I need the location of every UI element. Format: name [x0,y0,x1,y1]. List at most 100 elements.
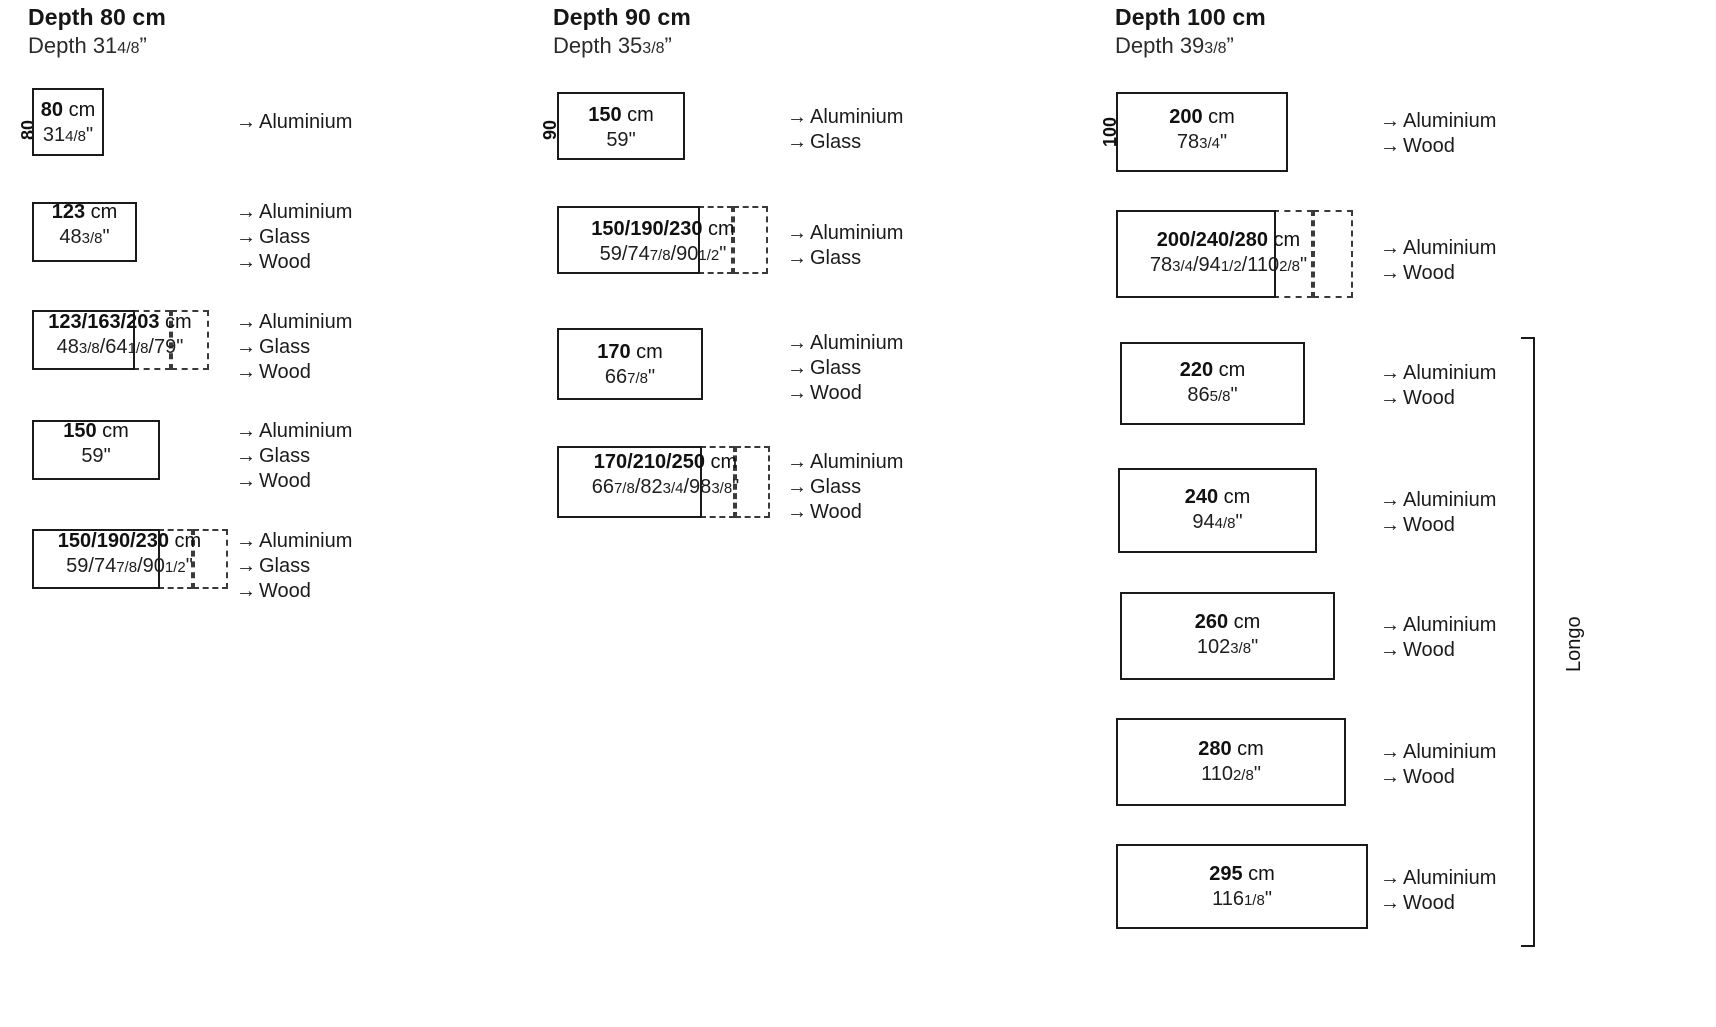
material-list: →Aluminium →Glass →Wood [787,331,903,406]
material-list: →Aluminium →Glass →Wood [236,419,352,494]
arrow-icon: → [1380,362,1400,384]
material-item: →Wood [236,579,352,604]
material-item: →Aluminium [1380,236,1496,261]
material-item: →Glass [787,356,903,381]
material-label: Aluminium [259,420,353,442]
material-label: Aluminium [1403,237,1497,259]
subtitle-suffix: ” [1226,33,1234,58]
column-title: Depth 100 cm [1115,4,1266,30]
material-label: Aluminium [1403,614,1497,636]
material-label: Glass [810,476,862,498]
material-label: Wood [1403,892,1455,914]
column-title: Depth 90 cm [553,4,691,30]
arrow-icon: → [1380,387,1400,409]
product-box [1120,592,1335,680]
arrow-icon: → [1380,110,1400,132]
extension-panel-1 [700,446,735,518]
material-item: →Aluminium [236,419,352,444]
subtitle-prefix: Depth 31 [28,33,118,58]
column-title: Depth 80 cm [28,4,166,30]
material-item: →Aluminium [1380,740,1496,765]
arrow-icon: → [1380,135,1400,157]
material-label: Aluminium [810,106,904,128]
material-label: Aluminium [810,222,904,244]
material-label: Glass [259,226,311,248]
material-label: Aluminium [1403,741,1497,763]
material-label: Wood [1403,262,1455,284]
material-label: Aluminium [1403,362,1497,384]
column-header-depth-90: Depth 90 cm Depth 353/8” [553,3,691,62]
material-label: Wood [259,580,311,602]
arrow-icon: → [1380,766,1400,788]
product-box [32,420,160,480]
subtitle-fraction: 3/8 [1204,40,1227,57]
material-list: →Aluminium [236,110,352,135]
arrow-icon: → [236,201,256,223]
product-box [1118,468,1317,553]
column-subtitle: Depth 314/8” [28,32,166,62]
arrow-icon: → [787,382,807,404]
material-label: Wood [259,470,311,492]
material-item: →Aluminium [1380,866,1496,891]
material-item: →Wood [1380,638,1496,663]
subtitle-suffix: ” [139,33,147,58]
arrow-icon: → [787,476,807,498]
column-subtitle: Depth 393/8” [1115,32,1266,62]
material-label: Wood [1403,766,1455,788]
material-list: →Aluminium →Wood [1380,109,1496,159]
extension-panel-1 [698,206,733,274]
subtitle-fraction: 3/8 [642,40,665,57]
material-item: →Wood [1380,891,1496,916]
material-list: →Aluminium →Wood [1380,740,1496,790]
product-box [32,310,135,370]
material-label: Wood [810,382,862,404]
extension-panel-1 [158,529,193,589]
material-label: Glass [810,131,862,153]
material-item: →Wood [1380,261,1496,286]
arrow-icon: → [787,222,807,244]
arrow-icon: → [1380,262,1400,284]
material-label: Aluminium [259,201,353,223]
subtitle-prefix: Depth 35 [553,33,643,58]
material-item: →Aluminium [1380,109,1496,134]
longo-bracket [1521,337,1535,947]
arrow-icon: → [1380,514,1400,536]
material-label: Aluminium [810,332,904,354]
material-list: →Aluminium →Glass →Wood [236,310,352,385]
arrow-icon: → [236,555,256,577]
material-list: →Aluminium →Glass [787,105,903,155]
arrow-icon: → [787,332,807,354]
material-item: →Aluminium [1380,361,1496,386]
subtitle-fraction: 4/8 [117,40,140,57]
material-label: Glass [259,445,311,467]
material-item: →Wood [1380,134,1496,159]
arrow-icon: → [1380,639,1400,661]
subtitle-suffix: ” [664,33,672,58]
arrow-icon: → [1380,892,1400,914]
extension-panel-2 [193,529,228,589]
material-label: Glass [259,336,311,358]
material-item: →Aluminium [787,221,903,246]
material-item: →Wood [236,469,352,494]
material-label: Aluminium [259,311,353,333]
arrow-icon: → [1380,489,1400,511]
material-item: →Aluminium [236,310,352,335]
product-box [557,206,700,274]
material-list: →Aluminium →Wood [1380,866,1496,916]
extension-panel-1 [1273,210,1313,298]
material-item: →Glass [236,554,352,579]
material-item: →Aluminium [236,529,352,554]
arrow-icon: → [787,247,807,269]
material-label: Aluminium [1403,489,1497,511]
product-box [557,446,702,518]
product-box [1116,718,1346,806]
material-item: →Aluminium [1380,488,1496,513]
material-item: →Wood [1380,386,1496,411]
material-item: →Aluminium [787,105,903,130]
product-box [1116,92,1288,172]
column-header-depth-80: Depth 80 cm Depth 314/8” [28,3,166,62]
arrow-icon: → [236,361,256,383]
material-label: Glass [810,247,862,269]
product-box [32,529,160,589]
material-label: Glass [259,555,311,577]
